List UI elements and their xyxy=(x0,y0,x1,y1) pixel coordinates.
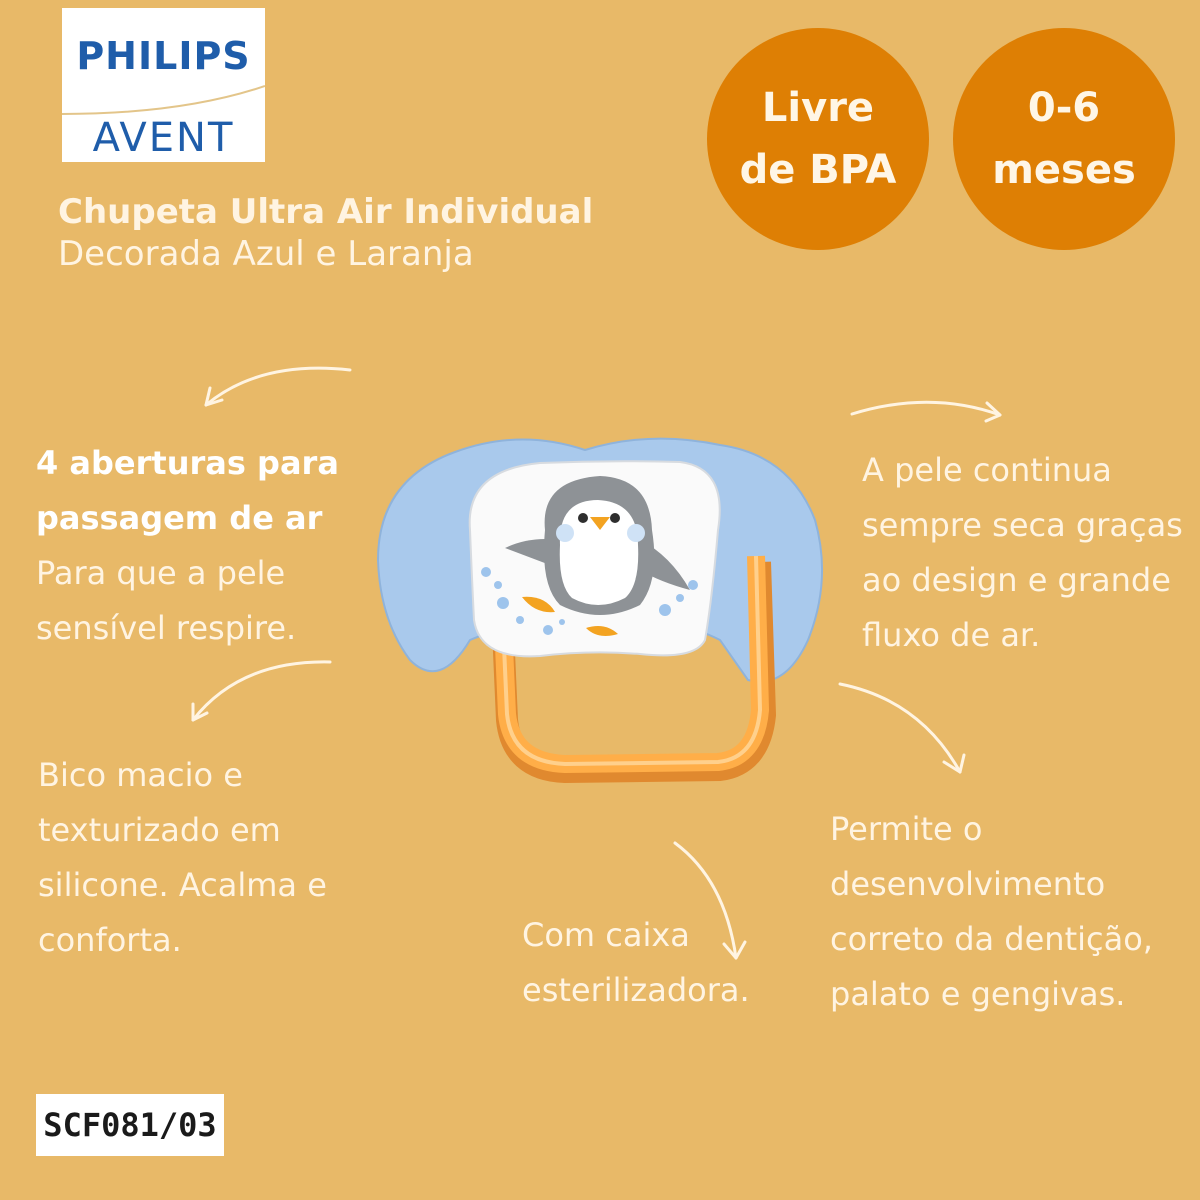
feature-heading-line: 4 aberturas para xyxy=(36,444,339,482)
feature-body-line: Para que a pele xyxy=(36,554,286,592)
badge-line: 0-6 xyxy=(1027,85,1101,131)
feature-body-line: Permite o xyxy=(830,810,983,848)
curved-arrow-icon xyxy=(673,841,747,960)
feature-body-line: ao design e grande xyxy=(862,561,1171,599)
bpa-free-badge: Livre de BPA xyxy=(707,28,929,250)
age-range-badge: 0-6 meses xyxy=(953,28,1175,250)
feature-body-line: Com caixa xyxy=(522,916,690,954)
badge-line: de BPA xyxy=(739,147,897,193)
curved-arrow-icon xyxy=(204,366,352,407)
sku-label: SCF081/03 xyxy=(36,1094,224,1156)
feature-body-line: A pele continua xyxy=(862,451,1112,489)
feature-body-line: Bico macio e xyxy=(38,756,243,794)
curved-arrow-icon xyxy=(850,400,1002,423)
logo-swoosh-icon xyxy=(62,85,265,115)
product-subtitle: Decorada Azul e Laranja xyxy=(58,234,474,274)
curved-arrow-icon xyxy=(838,682,966,774)
feature-body-line: correto da dentição, xyxy=(830,920,1153,958)
feature-soft-nipple: Bico macio e texturizado em silicone. Ac… xyxy=(38,748,327,968)
logo-avent-text: AVENT xyxy=(92,115,235,161)
logo-philips-text: PHILIPS xyxy=(76,34,251,78)
badge-line: Livre xyxy=(761,85,875,131)
feature-body-line: sensível respire. xyxy=(36,609,297,647)
feature-body-line: texturizado em xyxy=(38,811,281,849)
pacifier-image xyxy=(376,437,824,784)
feature-body-line: fluxo de ar. xyxy=(862,616,1041,654)
philips-avent-logo: PHILIPS AVENT xyxy=(62,8,265,162)
feature-air-openings: 4 aberturas para passagem de ar Para que… xyxy=(36,436,339,656)
feature-body-line: sempre seca graças xyxy=(862,506,1183,544)
feature-heading-line: passagem de ar xyxy=(36,499,323,537)
product-title: Chupeta Ultra Air Individual xyxy=(58,192,594,232)
pacifier-ring-highlight xyxy=(498,555,763,767)
badge-line: meses xyxy=(992,147,1136,193)
feature-dry-skin: A pele continua sempre seca graças ao de… xyxy=(862,443,1183,663)
feature-body-line: esterilizadora. xyxy=(522,971,750,1009)
curved-arrow-icon xyxy=(191,660,332,722)
feature-development: Permite o desenvolvimento correto da den… xyxy=(830,802,1153,1022)
feature-body-line: conforta. xyxy=(38,921,182,959)
feature-body-line: silicone. Acalma e xyxy=(38,866,327,904)
feature-body-line: palato e gengivas. xyxy=(830,975,1126,1013)
feature-sterilizer-case: Com caixa esterilizadora. xyxy=(522,908,750,1018)
penguin-icon xyxy=(505,476,690,636)
bubble-decoration xyxy=(481,567,698,635)
feature-body-line: desenvolvimento xyxy=(830,865,1106,903)
